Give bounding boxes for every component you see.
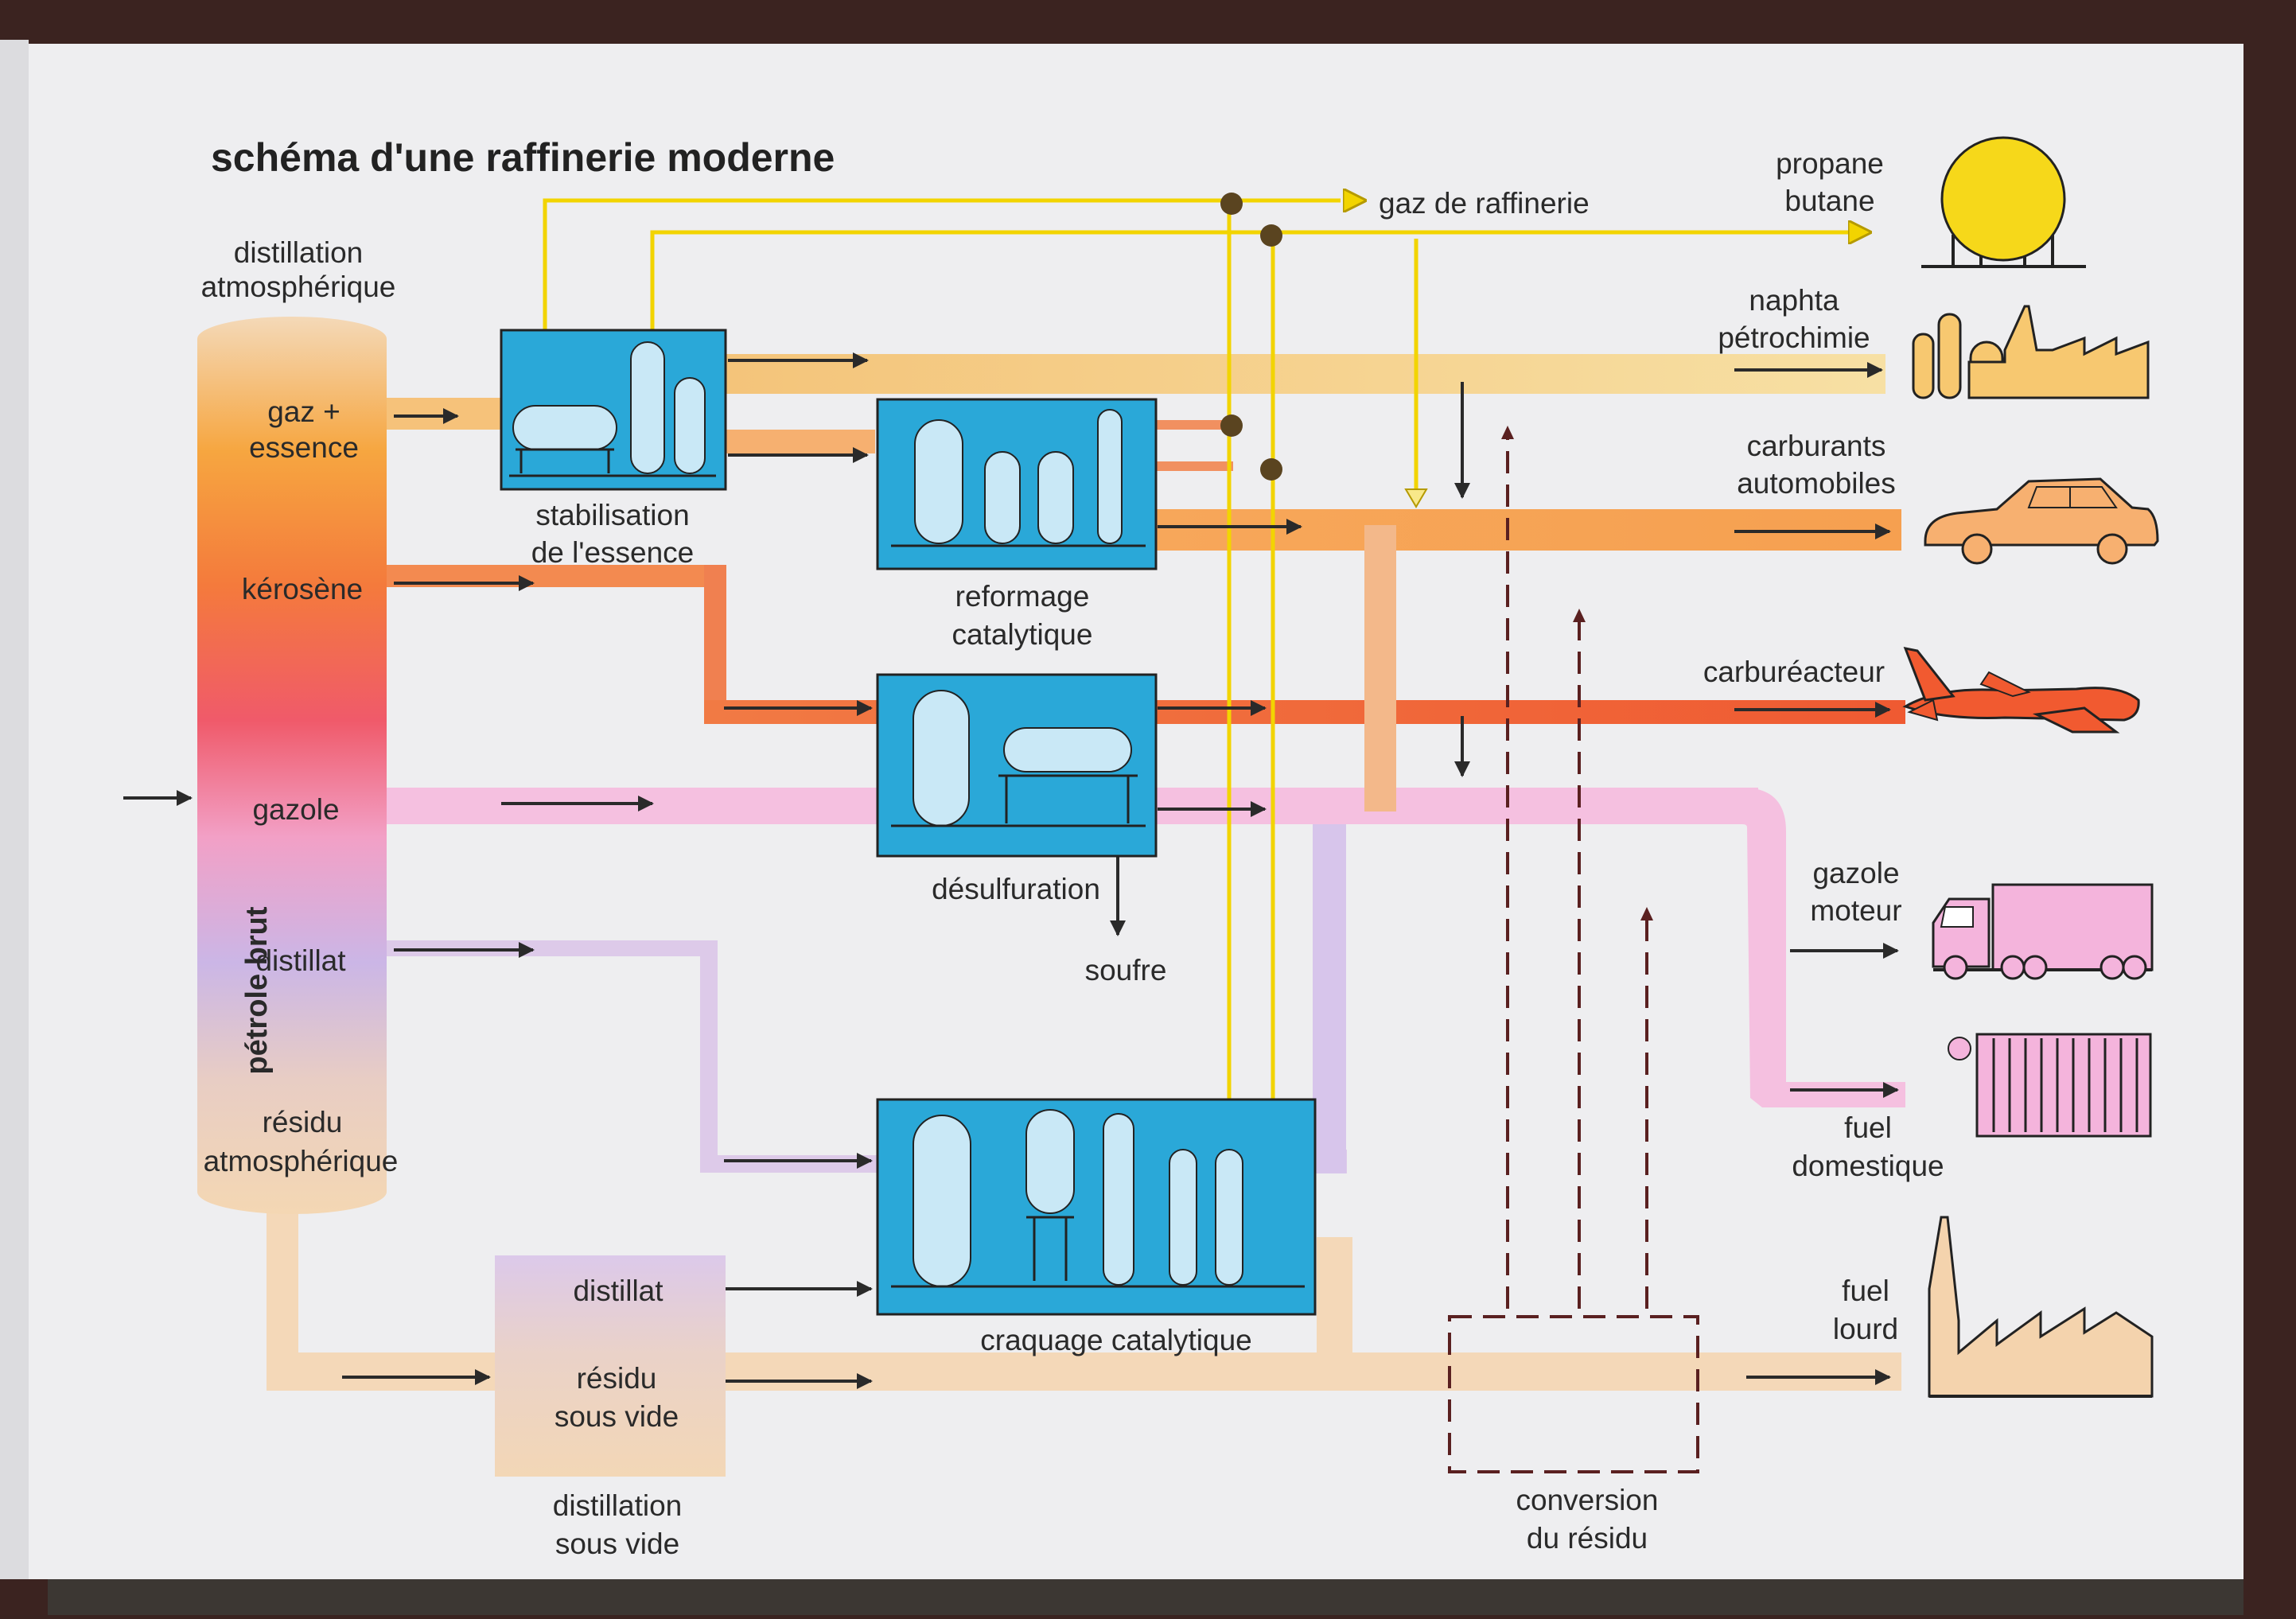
conversion-label-line2: du résidu	[1527, 1522, 1648, 1555]
fuel-domestique-line1: fuel	[1844, 1111, 1892, 1144]
fraction-residu-line1: résidu	[263, 1106, 343, 1138]
naphta-flow	[724, 354, 1885, 394]
carburants-label-line1: carburants	[1747, 430, 1886, 462]
factory-icon	[1928, 1216, 2154, 1398]
airplane-icon	[1902, 646, 2140, 734]
fuel-domestique-line2: domestique	[1792, 1150, 1944, 1182]
fuel-lourd-line2: lourd	[1833, 1313, 1898, 1345]
desulfuration-unit	[876, 673, 1158, 858]
reformage-label-line1: reformage	[955, 580, 1090, 613]
page-title: schéma d'une raffinerie moderne	[211, 135, 835, 180]
carburants-label-line2: automobiles	[1737, 467, 1896, 500]
car-icon	[1924, 477, 2159, 565]
vacuum-name-line2: sous vide	[555, 1528, 679, 1560]
stabilisation-label-line2: de l'essence	[531, 536, 695, 569]
truck-icon	[1932, 883, 2154, 980]
page-binding	[0, 40, 29, 1579]
fraction-gaz-line1: gaz +	[267, 395, 341, 428]
gaz-raffinerie-label: gaz de raffinerie	[1379, 187, 1590, 220]
column-name-line2: atmosphérique	[201, 270, 396, 303]
fuel-lourd-line1: fuel	[1842, 1275, 1889, 1307]
essence-flow	[382, 398, 1901, 811]
vacuum-residu-line2: sous vide	[555, 1400, 679, 1433]
stabilisation-unit	[500, 329, 727, 491]
craquage-label: craquage catalytique	[980, 1324, 1251, 1356]
petrochemical-plant-icon	[1912, 305, 2150, 399]
fraction-kerosene: kérosène	[242, 573, 363, 605]
conversion-arrowheads	[1501, 426, 1653, 920]
carbureacteur-label: carburéacteur	[1703, 656, 1885, 688]
page-bottom-band	[48, 1579, 2243, 1615]
junction-dots	[1220, 193, 1282, 481]
naphta-label-line2: pétrochimie	[1718, 321, 1870, 354]
reformage-label-line2: catalytique	[952, 618, 1093, 651]
propane-label-line2: butane	[1784, 185, 1874, 217]
column-name-line1: distillation	[234, 236, 363, 269]
radiator-icon	[1948, 1033, 2152, 1138]
desulfuration-label: désulfuration	[932, 873, 1100, 905]
gas-to-carburants-arrow	[1404, 488, 1428, 508]
soufre-label: soufre	[1085, 954, 1167, 987]
craquage-unit	[876, 1098, 1317, 1316]
vacuum-name-line1: distillation	[553, 1489, 682, 1522]
naphta-label-line1: naphta	[1749, 284, 1839, 317]
fraction-gaz-line2: essence	[249, 431, 359, 464]
propane-label-line1: propane	[1776, 147, 1884, 180]
conversion-dashed-lines	[1448, 434, 1699, 1473]
fraction-residu-line2: atmosphérique	[204, 1145, 399, 1177]
stabilisation-label-line1: stabilisation	[535, 499, 689, 531]
gazole-moteur-line1: gazole	[1812, 857, 1899, 889]
vacuum-distillat-label: distillat	[573, 1275, 664, 1307]
reformage-unit	[876, 398, 1158, 570]
fraction-gazole: gazole	[252, 793, 339, 826]
atmospheric-column	[197, 317, 387, 1214]
vacuum-residu-line1: résidu	[577, 1362, 657, 1395]
conversion-label-line1: conversion	[1516, 1484, 1659, 1516]
crude-input-label: pétrole brut	[240, 906, 274, 1074]
gas-sphere-icon	[1921, 136, 2086, 268]
vacuum-distillation-unit	[495, 1255, 726, 1477]
gas-lines	[543, 198, 1870, 1102]
flow-arrows	[123, 352, 1899, 1389]
craquage-return-flow	[1313, 823, 1346, 1173]
fraction-distillat: distillat	[255, 944, 346, 977]
gazole-moteur-line2: moteur	[1810, 894, 1901, 927]
